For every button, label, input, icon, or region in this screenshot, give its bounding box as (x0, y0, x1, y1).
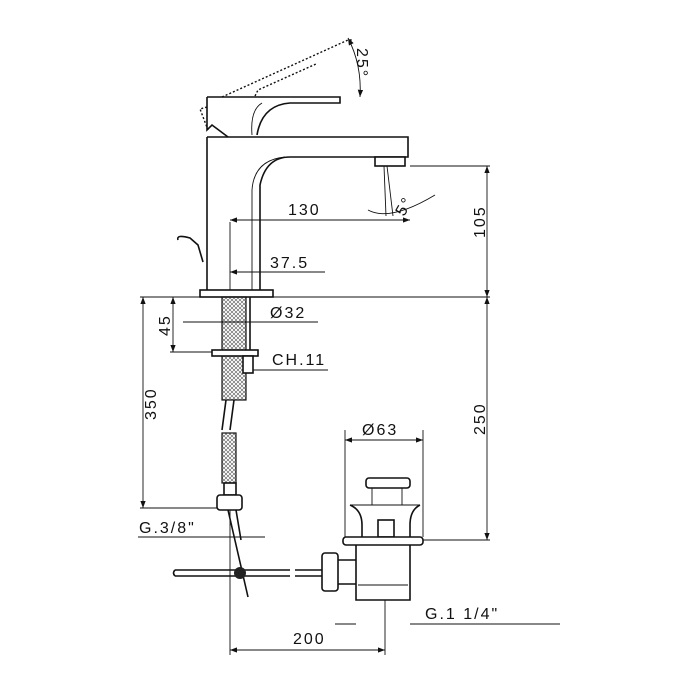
pop-up-rod-vertical (227, 509, 249, 598)
lever-raised-outline (199, 37, 364, 131)
reference-lines (140, 165, 490, 655)
drain-waste (321, 477, 424, 601)
spout-height-label: 105 (472, 205, 489, 238)
rod-distance-label: 200 (293, 631, 326, 648)
jet-angle-arc (367, 194, 436, 215)
shank-diameter-label: Ø32 (270, 305, 306, 322)
hose-upper (221, 399, 235, 431)
pop-up-rod-link (295, 569, 325, 577)
hose-length-label: 350 (143, 387, 160, 420)
jet-angle-label: 5° (393, 194, 417, 219)
mounting-plate (211, 349, 259, 357)
base-plate (199, 289, 274, 298)
drain-thread-label: G.1 1/4" (425, 606, 499, 623)
lever (206, 96, 341, 138)
mount-depth-label: 45 (157, 314, 174, 336)
shank (221, 296, 247, 401)
drain-depth-label: 250 (472, 402, 489, 435)
faucet-body (176, 136, 409, 290)
mounting-nut (242, 355, 254, 374)
nut-size-label: CH.11 (272, 352, 326, 369)
hose-nut (216, 494, 243, 511)
hose-thread-label: G.3/8" (139, 520, 196, 537)
hose-ferrule (223, 482, 237, 496)
hose (221, 432, 237, 484)
rod-joint (234, 567, 246, 579)
drain-diameter-label: Ø63 (362, 422, 398, 439)
pop-up-rod (172, 569, 290, 577)
spout-reach-label: 130 (288, 202, 321, 219)
body-offset-label: 37.5 (270, 255, 309, 272)
lever-angle-label: 25° (353, 48, 370, 78)
